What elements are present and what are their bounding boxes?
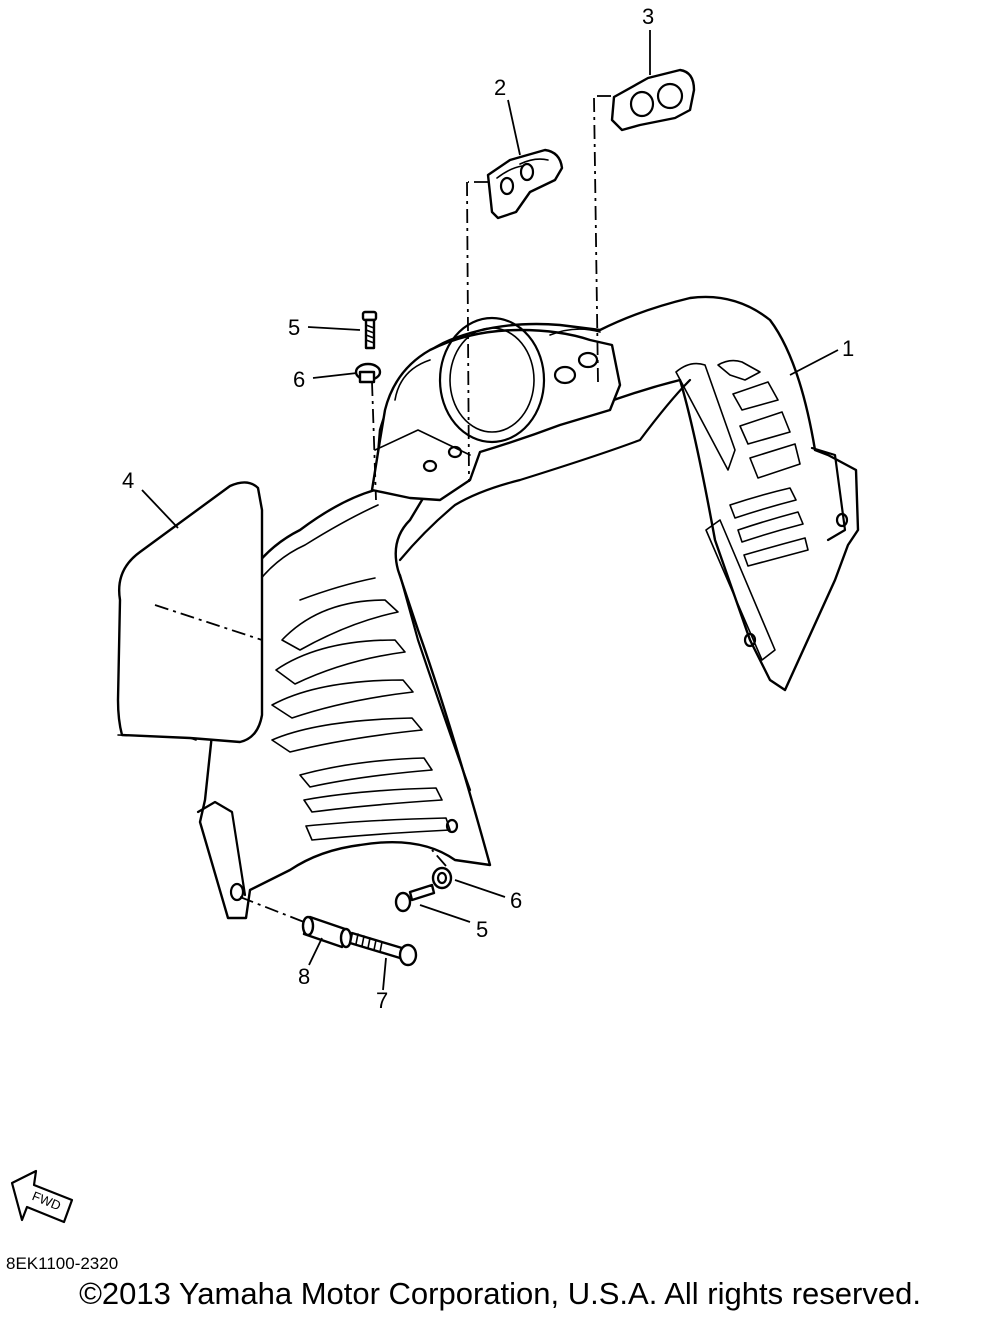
assembly-lines [154,95,611,923]
callout-4: 4 [122,468,134,493]
part-2-bracket [486,148,564,220]
fwd-arrow-icon: FWD [10,1169,74,1224]
callout-5-bottom: 5 [476,917,488,942]
part-4-pad [116,481,264,744]
part-5-bolt-top [361,310,378,350]
part-8-collar [301,915,353,949]
leader-lines [141,30,839,991]
part-6-collar-bottom [431,866,453,890]
part-5-screw-bottom [394,883,436,913]
callout-6-bottom: 6 [510,888,522,913]
diagram-code: 8EK1100-2320 [6,1254,119,1273]
part-3-plate [610,68,696,132]
callout-labels: 3 2 1 4 5 6 6 5 8 7 [122,4,854,1013]
part-7-bolt [348,931,418,967]
part-1-inner-fender [196,295,860,920]
callout-7: 7 [376,988,388,1013]
copyright-notice: ©2013 Yamaha Motor Corporation, U.S.A. A… [79,1276,921,1311]
callout-3: 3 [642,4,654,29]
callout-5-top: 5 [288,315,300,340]
callout-2: 2 [494,75,506,100]
part-6-collar-top [354,362,382,384]
callout-1: 1 [842,336,854,361]
callout-6-top: 6 [293,367,305,392]
callout-8: 8 [298,964,310,989]
